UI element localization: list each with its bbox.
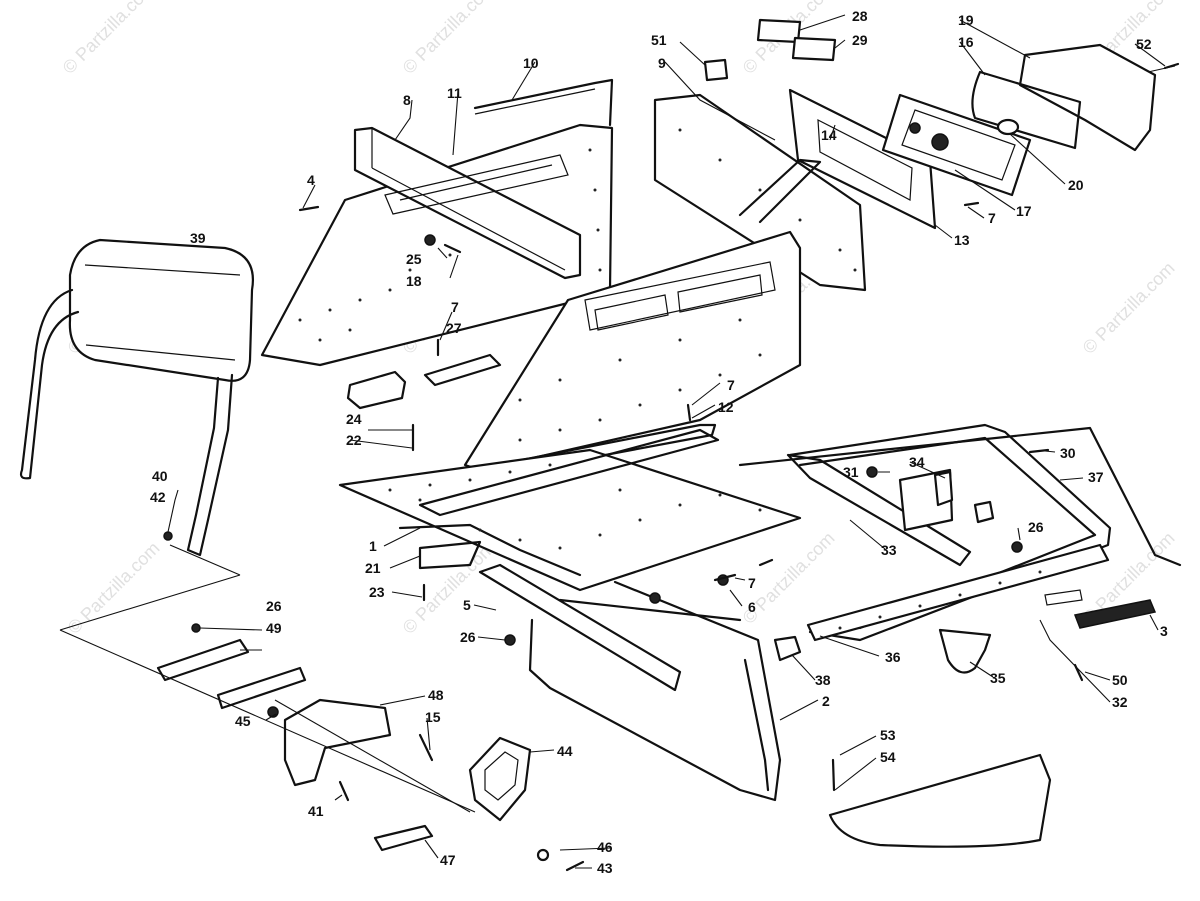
- callout-21: 21: [365, 560, 381, 576]
- callout-32: 32: [1112, 694, 1128, 710]
- callout-35: 35: [990, 670, 1006, 686]
- callout-53: 53: [880, 727, 896, 743]
- callout-37: 37: [1088, 469, 1104, 485]
- callout-24: 24: [346, 411, 362, 427]
- part-27-strip: [423, 353, 502, 387]
- callout-10: 10: [523, 55, 539, 71]
- callout-30: 30: [1060, 445, 1076, 461]
- callout-54: 54: [880, 749, 896, 765]
- part-24-block: [346, 370, 407, 410]
- callout-4: 4: [307, 172, 315, 188]
- callout-33: 33: [881, 542, 897, 558]
- lower-frame: [478, 563, 782, 802]
- backrest: [19, 238, 254, 557]
- watermark-9: © Partzilla.com: [64, 538, 164, 638]
- callout-20: 20: [1068, 177, 1084, 193]
- part-10-rod: [473, 78, 614, 127]
- callout-34: 34: [909, 454, 925, 470]
- mount-brackets: [156, 623, 307, 718]
- callout-31: 31: [843, 464, 859, 480]
- part-28-lens: [756, 18, 802, 44]
- callout-23: 23: [369, 584, 385, 600]
- watermark-10: © Partzilla.com: [399, 538, 499, 638]
- outer-frame: [738, 423, 1182, 642]
- callout-8: 8: [403, 92, 411, 108]
- floor-panel: [338, 428, 802, 592]
- left-side-panel: [260, 123, 614, 367]
- callout-7b: 7: [727, 377, 735, 393]
- callout-43: 43: [597, 860, 613, 876]
- callout-44: 44: [557, 743, 573, 759]
- callout-39: 39: [190, 230, 206, 246]
- rear-panel: [653, 88, 937, 292]
- callout-18: 18: [406, 273, 422, 289]
- watermark-1: © Partzilla.com: [59, 0, 159, 78]
- leader-lines: [59, 14, 1166, 869]
- callout-7d: 7: [988, 210, 996, 226]
- callout-22: 22: [346, 432, 362, 448]
- part-51-reflector: [703, 58, 729, 82]
- part-47-grip: [373, 824, 434, 852]
- callout-14: 14: [821, 127, 837, 143]
- callout-7a: 7: [451, 299, 459, 315]
- callout-11: 11: [447, 85, 462, 101]
- callout-26a: 26: [266, 598, 282, 614]
- callout-25: 25: [406, 251, 422, 267]
- callout-40: 40: [152, 468, 168, 484]
- callout-49: 49: [266, 620, 282, 636]
- callout-15: 15: [425, 709, 441, 725]
- callout-45: 45: [235, 713, 251, 729]
- callout-50: 50: [1112, 672, 1128, 688]
- callout-46: 46: [597, 839, 613, 855]
- hinge-bracket: [786, 453, 995, 567]
- callout-9: 9: [658, 55, 666, 71]
- part-38-bumper: [773, 635, 802, 662]
- callout-41: 41: [308, 803, 324, 819]
- callout-12: 12: [718, 399, 734, 415]
- part-48-bracket: [283, 698, 392, 787]
- callout-26c: 26: [1028, 519, 1044, 535]
- callout-16: 16: [958, 34, 974, 50]
- callout-51: 51: [651, 32, 667, 48]
- callout-28: 28: [852, 8, 868, 24]
- callout-38: 38: [815, 672, 831, 688]
- callout-29: 29: [852, 32, 868, 48]
- watermark-2: © Partzilla.com: [399, 0, 499, 78]
- callout-6: 6: [748, 599, 756, 615]
- callout-48: 48: [428, 687, 444, 703]
- callout-26b: 26: [460, 629, 476, 645]
- part-29-lens: [791, 36, 837, 62]
- part-3-reflector: [1073, 599, 1157, 629]
- callout-17: 17: [1016, 203, 1032, 219]
- watermark-8: © Partzilla.com: [1079, 258, 1179, 358]
- callout-36: 36: [885, 649, 901, 665]
- callout-3: 3: [1160, 623, 1168, 639]
- part-35-strap: [938, 628, 992, 674]
- callout-42: 42: [150, 489, 166, 505]
- callout-13: 13: [954, 232, 970, 248]
- callout-7c: 7: [748, 575, 756, 591]
- callout-47: 47: [440, 852, 456, 868]
- callout-52: 52: [1136, 36, 1152, 52]
- callout-1: 1: [369, 538, 377, 554]
- callout-27: 27: [446, 320, 462, 336]
- callouts: 1 2 3 4 5 6 7 7 7 7 8 9 10 11 12 13 14 1…: [150, 8, 1168, 876]
- part-44-handle: [468, 736, 532, 822]
- callout-2: 2: [822, 693, 830, 709]
- part-53-deflector: [828, 753, 1052, 848]
- tail-light-assembly: [881, 43, 1176, 197]
- callout-19: 19: [958, 12, 974, 28]
- callout-5: 5: [463, 597, 471, 613]
